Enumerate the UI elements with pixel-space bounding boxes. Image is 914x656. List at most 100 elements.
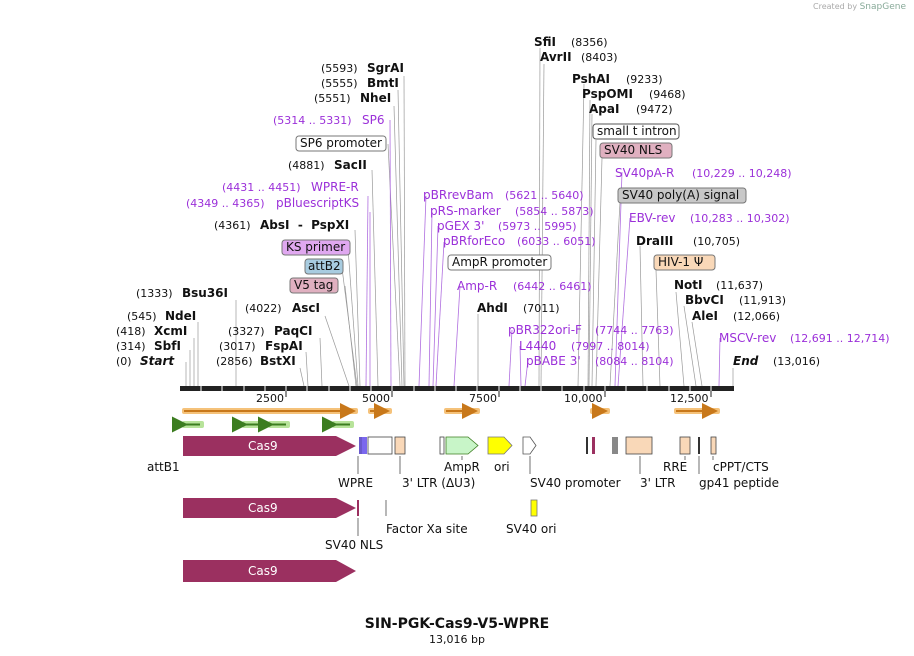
hiv1-psi-box [653,254,716,271]
enzyme-position: (1333) [136,287,173,300]
enzyme-position: (5551) [314,92,351,105]
ltr3-label: 3' LTR [640,476,675,490]
box-label: small t intron [597,124,677,138]
cas9-feature-arrow [183,498,356,518]
start-label: Start [140,354,175,368]
v5-tag-box [289,277,339,294]
primer-name: Amp-R [457,279,497,293]
ruler-label: 12,500 [670,392,709,405]
primer-name: pBRrevBam [423,188,494,202]
primer-range: (6033 .. 6051) [517,235,596,248]
orf-track [172,403,720,433]
feature-track-1: Cas9 attB1 WPRE 3' LTR (ΔU3) [147,436,779,490]
attb1-label: attB1 [147,460,180,474]
left-feature-boxes: SP6 promoter KS primer attB2 V5 tag [281,135,387,294]
cas9-feature-arrow [183,436,356,456]
attb2-box [304,258,344,275]
enzyme-name: BbvCI [685,293,724,307]
gp41-label: gp41 peptide [699,476,779,490]
primer-range: (5973 .. 5995) [498,220,577,233]
primer-range: (12,691 .. 12,714) [790,332,890,345]
box-label: SV40 poly(A) signal [622,188,739,202]
box-label: SV40 NLS [604,143,662,157]
sv40-nls-box [599,142,673,159]
primer-range: (8084 .. 8104) [595,355,674,368]
enzyme-position: (8356) [571,36,608,49]
primer-range: (10,229 .. 10,248) [692,167,792,180]
enzyme-name: SfiI [534,35,556,49]
enzyme-position: (0) [116,355,132,368]
box-label: attB2 [308,259,341,273]
ampr-promoter-box [447,254,552,271]
enzyme-position: (9468) [649,88,686,101]
enzyme-name: AhdI [477,301,508,315]
primer-range: (4431 .. 4451) [222,181,301,194]
enzyme-position: (418) [116,325,146,338]
ruler-label: 5000 [362,392,390,405]
credit-prefix: Created by [813,2,858,11]
snapgene-brand: SnapGene [859,2,906,12]
ruler-ticks [200,386,712,391]
enzyme-position: (4022) [245,302,282,315]
enzyme-position: (12,066) [733,310,780,323]
box-label: SP6 promoter [300,136,382,150]
ampr-feature-arrow [445,436,479,455]
right-primer-labels: pBRrevBam (5621 .. 5640) pRS-marker (585… [423,166,890,368]
primer-range: (4349 .. 4365) [186,197,265,210]
enzyme-name: DraIII [636,234,673,248]
enzyme-name: AvrII [540,50,572,64]
enzyme-position: (9472) [636,103,673,116]
ruler-label: 7500 [469,392,497,405]
primer-range: (5621 .. 5640) [505,189,584,202]
primer-range: (7744 .. 7763) [595,324,674,337]
plasmid-title: SIN-PGK-Cas9-V5-WPRE [364,616,550,632]
sv40-ori-label: SV40 ori [506,522,557,536]
primer-range: (10,283 .. 10,302) [690,212,790,225]
primer-range: (6442 .. 6461) [513,280,592,293]
primer-name: SP6 [362,113,385,127]
enzyme-name: FspAI [265,339,303,353]
enzyme-position: (314) [116,340,146,353]
enzyme-name: PaqCI [274,324,312,338]
primer-name: pBR322ori-F [508,323,582,337]
sp6-promoter-box [295,135,387,152]
left-primer-labels: (4349 .. 4365) pBluescriptKS (4431 .. 44… [186,113,385,210]
enzyme-name: SacII [334,158,367,172]
enzyme-position: (4361) [214,219,251,232]
primer-name: pBluescriptKS [276,196,359,210]
box-label: KS primer [286,240,345,254]
right-feature-boxes: AmpR promoter small t intron SV40 NLS SV… [447,123,747,271]
sv40-polya-box [617,187,747,204]
primer-name: pGEX 3' [437,219,484,233]
primer-name: EBV-rev [629,211,675,225]
enzyme-position: (3327) [228,325,265,338]
primer-name: L4440 [519,339,556,353]
enzyme-name: AleI [692,309,718,323]
enzyme-name: AbsI - PspXI [260,218,349,232]
left-enzyme-labels: (0) Start (314) SbfI (418) XcmI (545) Nd… [116,61,404,368]
ori-label: ori [494,460,510,474]
ampr-label: AmpR [444,460,480,474]
primer-leader-lines [365,119,721,387]
enzyme-name: PshAI [572,72,610,86]
enzyme-name: AscI [292,301,320,315]
cas9-label: Cas9 [248,564,278,578]
small-t-intron-box [592,123,680,140]
enzyme-name: NotI [674,278,703,292]
cppt-label: cPPT/CTS [713,460,769,474]
enzyme-position: (545) [127,310,157,323]
enzyme-position: (13,016) [773,355,820,368]
ruler-label: 10,000 [564,392,603,405]
feature-track-3: Cas9 [183,560,356,582]
box-label: AmpR promoter [452,255,547,269]
enzyme-position: (11,637) [716,279,763,292]
enzyme-name: BstXI [260,354,296,368]
factor-xa-label: Factor Xa site [386,522,468,536]
primer-name: pBRforEco [443,234,505,248]
primer-name: pBABE 3' [526,354,581,368]
primer-range: (7997 .. 8014) [571,340,650,353]
end-label: End [733,354,759,368]
sv40-promoter-label: SV40 promoter [530,476,621,490]
cas9-label: Cas9 [248,501,278,515]
